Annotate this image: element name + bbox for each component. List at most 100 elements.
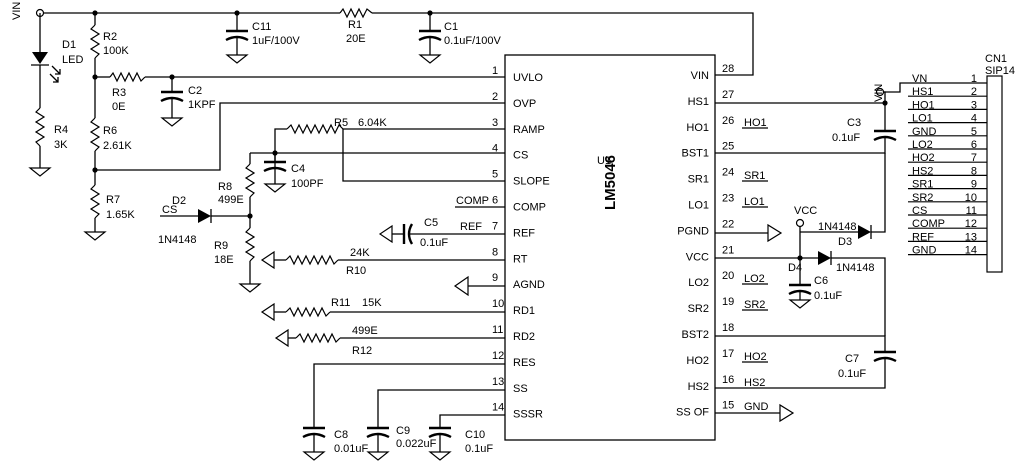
connector-pin-number: 2 (971, 86, 977, 98)
connector-pin-name: SR2 (912, 192, 933, 204)
connector-pin-number: 11 (966, 205, 977, 217)
vin-right-label: VIN (873, 84, 885, 102)
ic-pin-name: REF (513, 227, 535, 239)
ic-pin-name: RD2 (513, 331, 535, 343)
ic-left-pins: UVLO1OVP2RAMP3CS4SLOPE5COMP6REF7RT8AGND9… (492, 65, 550, 421)
hs2-net-label: HS2 (744, 377, 765, 389)
ssof-gnd-label: GND (744, 401, 769, 413)
ic-pin-name: LO2 (688, 277, 709, 289)
ic-pin-name: AGND (513, 279, 545, 291)
led-d1: D1 LED (31, 13, 83, 108)
d2-cs-label: CS (162, 204, 177, 216)
resistor-r4: R4 3K (28, 107, 68, 177)
r9-value: 18E (214, 254, 234, 266)
ic-pin-number: 23 (722, 193, 734, 205)
ho1-net-label: HO1 (744, 117, 767, 129)
vcc-label: VCC (794, 205, 817, 217)
ic-pin-name: VIN (691, 70, 709, 82)
ic-pin-number: 18 (722, 322, 734, 334)
capacitor-c1: C1 0.1uF/100V (418, 13, 502, 64)
connector-pin-name: HS2 (912, 165, 933, 177)
ground-symbol (160, 117, 184, 127)
r6-ref: R6 (103, 125, 117, 137)
ic-pin-name: SR2 (688, 303, 709, 315)
ic-pin-name: HO1 (686, 122, 709, 134)
c3-ref: C3 (847, 117, 861, 129)
ic-ref: U1 (597, 155, 611, 167)
r4-ref: R4 (54, 124, 68, 136)
ic-pin-name: RES (513, 357, 536, 369)
ground-symbol (260, 250, 275, 270)
ic-pin-number: 26 (722, 115, 734, 127)
ic-pin-name: VCC (686, 251, 709, 263)
ground-symbol (378, 224, 393, 244)
c9-ref: C9 (396, 425, 410, 437)
vin-left-label: VIN (11, 2, 23, 20)
ic-pin-number: 17 (722, 348, 734, 360)
ic-pin-number: 13 (492, 376, 504, 388)
ic-pin-name: LO1 (688, 200, 709, 212)
r9-ref: R9 (214, 240, 228, 252)
ic-pin-name: COMP (513, 202, 546, 214)
ic-pin-name: RAMP (513, 124, 545, 136)
ic-pin-name: SR1 (688, 174, 709, 186)
ic-pin-name: RD1 (513, 305, 535, 317)
connector-pin-number: 12 (965, 218, 977, 230)
c9-value: 0.022uF (396, 438, 437, 450)
connector-pin-number: 8 (971, 165, 977, 177)
ground-symbol (366, 451, 390, 461)
resistor-r3: R3 0E (92, 71, 505, 113)
capacitor-c10: C10 0.1uF (428, 414, 505, 461)
d2-ref: D2 (172, 195, 186, 207)
ground-symbol (238, 283, 262, 293)
connector-pin-number: 6 (971, 139, 977, 151)
r6-value: 2.61K (103, 140, 132, 152)
ground-symbol (779, 403, 795, 423)
ground-symbol (418, 54, 442, 64)
ic-pin-number: 16 (722, 374, 734, 386)
ic-pin-number: 27 (722, 89, 734, 101)
ic-body (504, 54, 716, 441)
comp-net: COMP (455, 195, 505, 208)
ic-pin-number: 25 (722, 141, 734, 153)
ic-part-name: LM5046 (602, 155, 619, 210)
capacitor-c4: C4 100PF (263, 150, 505, 193)
connector-pin-name: HO2 (912, 152, 935, 164)
r5-ref: R5 (334, 117, 348, 129)
c11-value: 1uF/100V (252, 35, 300, 47)
ground-symbol (453, 275, 469, 297)
ic-pin-number: 28 (722, 63, 734, 75)
r8-value: 499E (218, 194, 244, 206)
r8-ref: R8 (218, 181, 232, 193)
cn1-ref: CN1 (985, 53, 1007, 65)
ground-symbol (260, 302, 275, 322)
c10-ref: C10 (465, 429, 485, 441)
d1-ref: D1 (62, 39, 76, 51)
ic-pin-number: 20 (722, 270, 734, 282)
ic-pin-name: UVLO (513, 72, 543, 84)
c4-ref: C4 (291, 163, 305, 175)
ic-pin-name: CS (513, 150, 528, 162)
d4-ref: D4 (788, 262, 802, 274)
connector-pin-name: GND (912, 245, 937, 257)
connector-pin-number: 10 (965, 192, 977, 204)
ground-symbol (767, 223, 783, 243)
sr1-net-label: SR1 (744, 170, 765, 182)
ic-pin-name: SSSR (513, 409, 543, 421)
ic-pin-number: 8 (492, 246, 498, 258)
ic-pin-number: 21 (722, 244, 734, 256)
connector-pin-name: HO1 (912, 99, 935, 111)
ic-pin-number: 19 (722, 296, 734, 308)
c6-ref: C6 (814, 275, 828, 287)
resistor-r7: R7 1.65K (83, 184, 135, 241)
ic-pin-number: 7 (492, 220, 498, 232)
connector-pin-name: HS1 (912, 86, 933, 98)
connector-pin-number: 9 (971, 179, 977, 191)
c1-ref: C1 (444, 21, 458, 33)
capacitor-c9: C9 0.022uF (366, 389, 505, 461)
ic-pin-number: 1 (492, 65, 498, 77)
ic-pin-number: 24 (722, 167, 734, 179)
connector-pin-number: 3 (971, 99, 977, 111)
